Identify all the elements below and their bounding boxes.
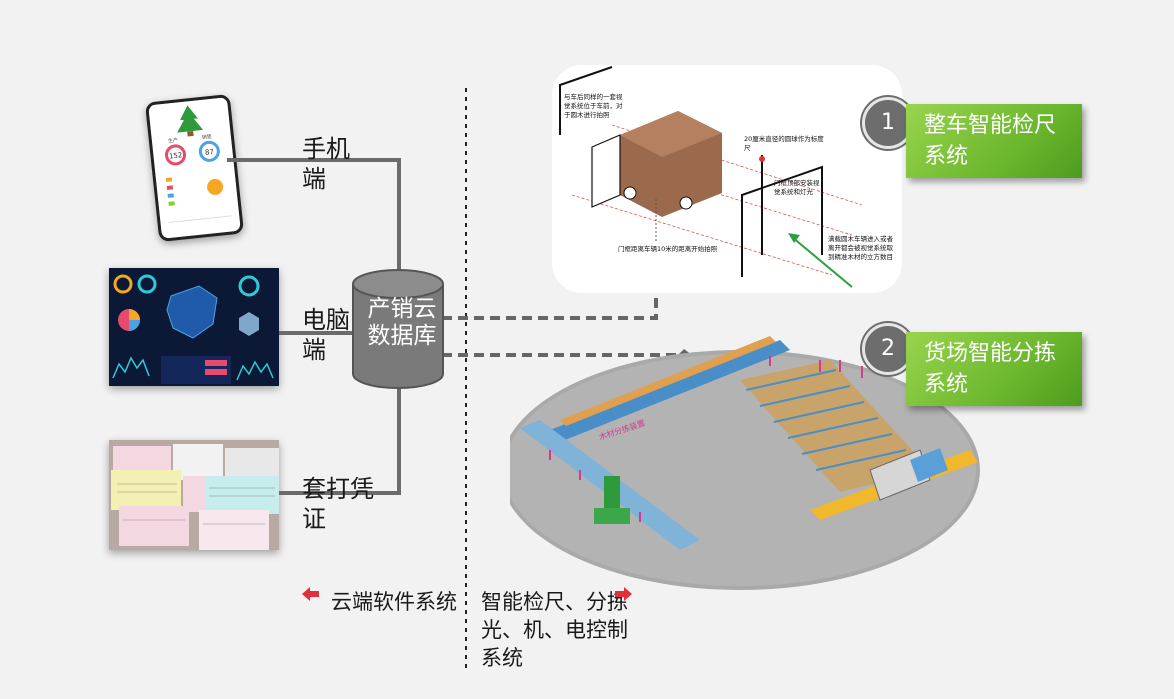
database-cylinder xyxy=(352,269,444,389)
annotation-front-camera: 与车后同样的一套视觉系统位于车前，对于圆木进行拍照 xyxy=(564,93,623,119)
phone-connector xyxy=(227,158,401,280)
truck-scan-graphic xyxy=(559,66,863,288)
annotation-scale-ball: 20厘米直径的圆球作为标度尺 xyxy=(744,135,824,152)
system1-title-text: 整车智能检尺系统 xyxy=(924,113,1057,169)
phone-screen-graphic: 152 87 生产 销售 xyxy=(148,97,241,239)
phone-right-ring-value: 87 xyxy=(205,148,215,157)
dashboard-graphic xyxy=(109,268,279,386)
phone-left-ring-label: 生产 xyxy=(168,137,179,145)
annotation-distance: 门框距离车辆10米的距离开始拍照 xyxy=(618,245,718,253)
cloud-software-caption: 云端软件系统 xyxy=(331,590,457,614)
voucher-image xyxy=(109,440,279,550)
annotation-volume: 满载圆木车辆进入或者离开都会被视觉系统取到精准木材的立方数目 xyxy=(828,235,893,261)
phone-left-ring-value: 152 xyxy=(169,151,183,160)
system2-title-text: 货场智能分拣系统 xyxy=(924,341,1057,397)
left-arrow-icon xyxy=(302,587,319,601)
pc-label: 电脑端 xyxy=(302,306,350,364)
system1-title: 整车智能检尺系统 xyxy=(906,104,1082,178)
voucher-label: 套打凭证 xyxy=(302,475,374,533)
database-label: 产销云数据库 xyxy=(367,296,437,349)
system1-number: 1 xyxy=(862,97,914,149)
voucher-connector xyxy=(279,375,401,495)
control-system-caption: 智能检尺、分拣光、机、电控制系统 xyxy=(481,590,628,670)
voucher-graphic xyxy=(109,440,279,550)
right-arrow-icon xyxy=(615,587,632,601)
truck-scan-diagram: 与车后同样的一套视觉系统位于车前，对于圆木进行拍照 20厘米直径的圆球作为标度尺… xyxy=(552,65,902,293)
system2-number: 2 xyxy=(862,323,914,375)
sorting-yard-diagram: 木材分拣装置 xyxy=(500,320,980,590)
pc-dashboard-image xyxy=(109,268,279,386)
sorting-yard-graphic: 木材分拣装置 xyxy=(500,336,980,590)
phone-right-ring-label: 销售 xyxy=(201,133,212,141)
annotation-gate-camera: 门框顶部安装视觉系统和灯光 xyxy=(774,179,820,196)
phone-app-image: 152 87 生产 销售 xyxy=(144,93,245,243)
phone-label: 手机端 xyxy=(302,135,350,193)
system2-title: 货场智能分拣系统 xyxy=(906,332,1082,406)
